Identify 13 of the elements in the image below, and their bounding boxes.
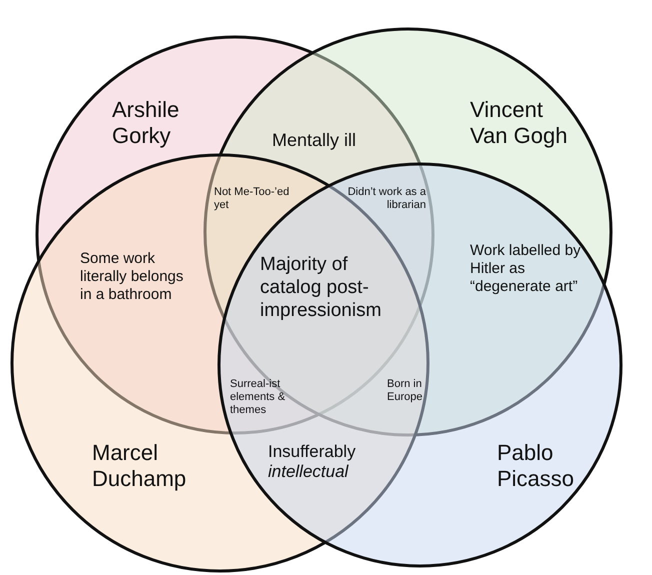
- set-name: Marcel Duchamp: [92, 440, 188, 493]
- region-label: Work labelled by Hitler as “degenerate art”: [470, 242, 582, 296]
- region-label: Not Me-Too-’ed yet: [214, 186, 290, 212]
- region-label: Surreal-ist elements & themes: [230, 378, 286, 418]
- set-name: Arshile Gorky: [112, 97, 180, 150]
- set-name: Vincent Van Gogh: [470, 97, 568, 150]
- region-label: Mentally ill: [272, 130, 358, 152]
- region-label: Majority of catalog post-impressionism: [260, 254, 382, 322]
- region-label: Didn’t work as a librarian: [346, 186, 426, 212]
- region-label: Insufferably intellectual: [268, 442, 357, 483]
- region-label: Some work literally belongs in a bathroom: [80, 250, 184, 304]
- region-label: Born in Europe: [387, 378, 424, 404]
- set-name: Pablo Picasso: [497, 440, 576, 493]
